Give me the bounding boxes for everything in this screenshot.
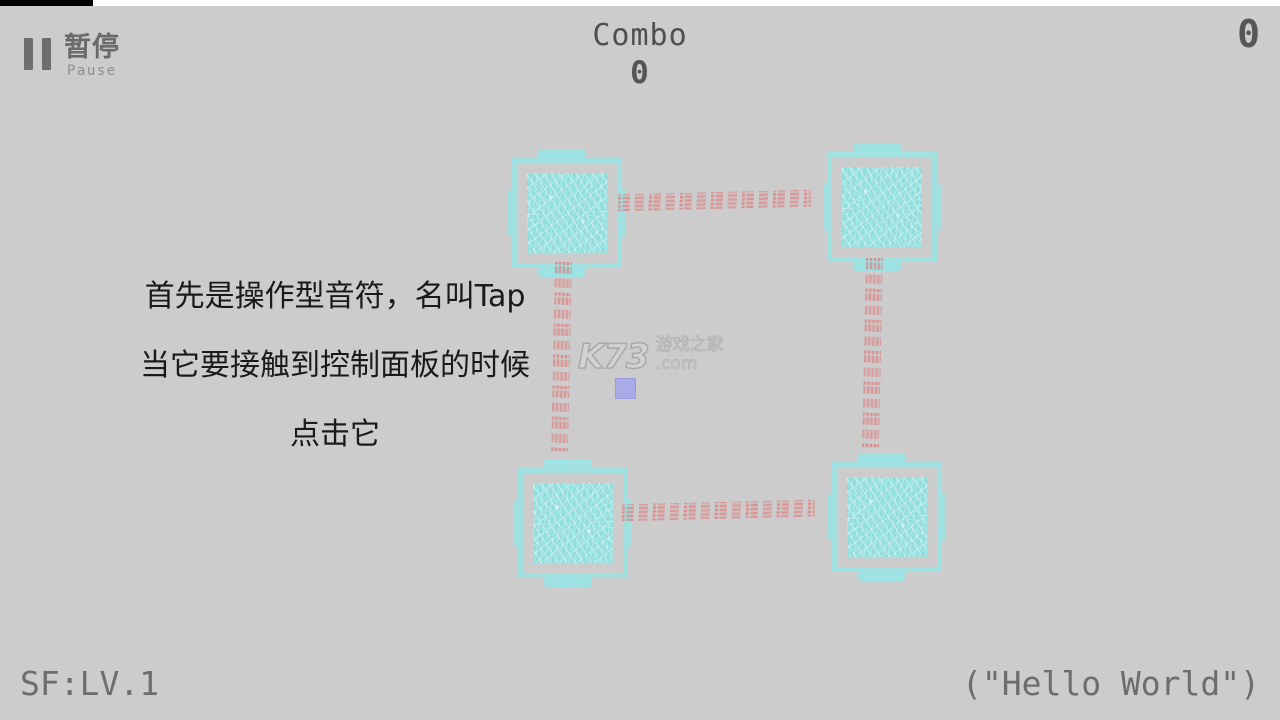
control-panel-top-right[interactable] (823, 143, 941, 271)
panel-core (847, 477, 927, 557)
panel-frame (514, 468, 632, 578)
rail-top (618, 189, 811, 212)
tutorial-line-3: 点击它 (290, 417, 380, 452)
tutorial-line-2: 当它要接触到控制面板的时候 (140, 348, 530, 383)
control-panel-bottom-left[interactable] (514, 459, 632, 587)
top-status-strip (0, 0, 1280, 6)
pause-icon (24, 38, 51, 70)
rail-right (862, 258, 883, 448)
tutorial-line-1: 首先是操作型音符，名叫Tap (144, 279, 526, 314)
rail-left (551, 262, 572, 452)
top-strip-black-segment (0, 0, 93, 6)
tap-note[interactable] (615, 378, 636, 399)
pause-label-group: 暂停 Pause (64, 34, 120, 78)
panel-core (533, 483, 613, 563)
panel-bump-bottom (544, 578, 592, 587)
panel-bump-top (544, 459, 592, 468)
panel-core (527, 173, 607, 253)
panel-frame (828, 462, 946, 572)
pause-label-en: Pause (67, 63, 117, 79)
rail-bottom (622, 499, 815, 522)
panel-bump-top (858, 453, 906, 462)
panel-core (842, 167, 922, 247)
pause-label-cn: 暂停 (64, 32, 120, 63)
panel-bump-top (538, 149, 586, 158)
pause-icon-bar-left (24, 38, 33, 70)
panel-bump-top (853, 143, 901, 152)
pause-button[interactable]: 暂停 Pause (24, 34, 120, 78)
tutorial-text-block: 首先是操作型音符，名叫Tap 当它要接触到控制面板的时候 点击它 (120, 262, 550, 469)
panel-bump-bottom (858, 572, 906, 581)
pause-icon-bar-right (42, 38, 51, 70)
control-panel-top-left[interactable] (508, 149, 626, 277)
control-panel-bottom-right[interactable] (828, 453, 946, 581)
